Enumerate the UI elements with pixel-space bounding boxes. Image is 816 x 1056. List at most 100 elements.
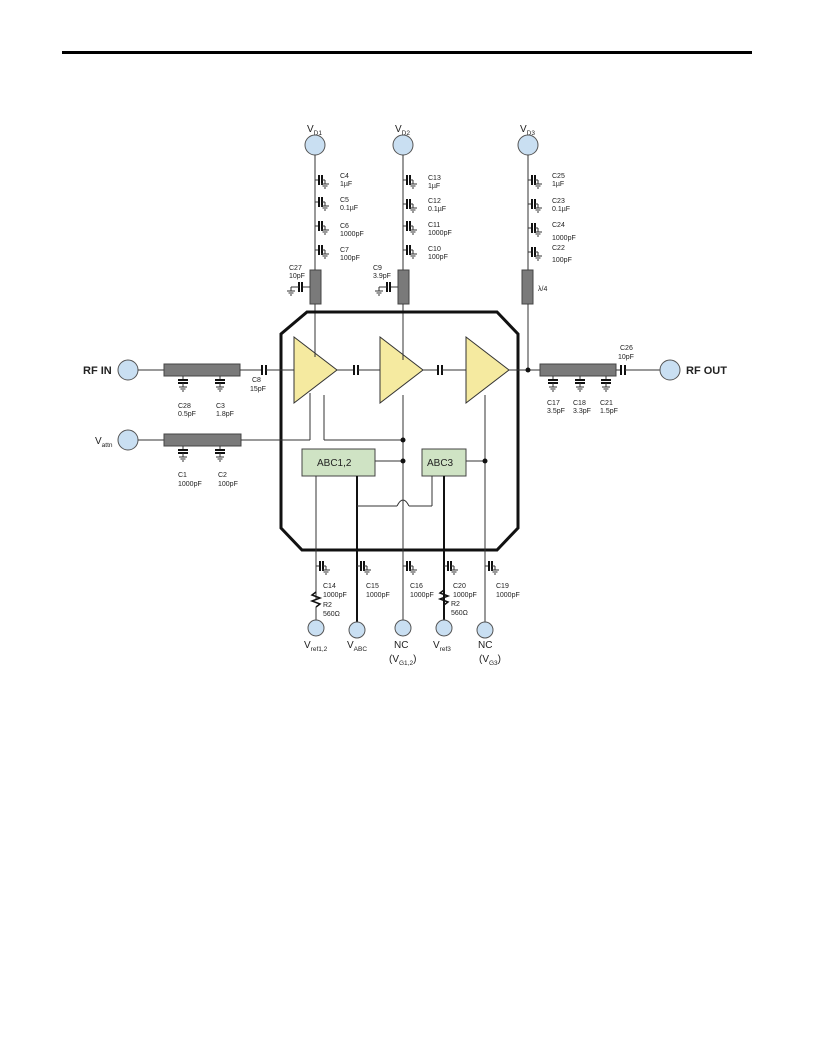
- rf-out-node[interactable]: [659, 359, 681, 381]
- svg-text:10pF: 10pF: [289, 273, 305, 280]
- vd2-node[interactable]: [392, 134, 414, 156]
- svg-text:1000pF: 1000pF: [410, 592, 434, 599]
- svg-text:1000pF: 1000pF: [428, 230, 452, 237]
- amp-stage-2: [379, 335, 424, 405]
- svg-text:C7: C7: [340, 247, 349, 254]
- svg-text:C10: C10: [428, 246, 441, 253]
- svg-text:10pF: 10pF: [618, 354, 634, 361]
- vattn-label: Vattn: [95, 436, 113, 449]
- nc-vg3-port: NC (VG3): [476, 621, 501, 667]
- svg-text:C4: C4: [340, 173, 349, 180]
- svg-text:1µF: 1µF: [552, 181, 564, 188]
- svg-text:ABC3: ABC3: [427, 458, 454, 469]
- svg-text:C28: C28: [178, 403, 191, 410]
- svg-text:0.1µF: 0.1µF: [552, 206, 570, 213]
- svg-text:1000pF: 1000pF: [552, 235, 576, 242]
- package-outline: [279, 310, 520, 552]
- vg3-paren-label: (VG3): [479, 654, 501, 667]
- svg-text:560Ω: 560Ω: [323, 611, 340, 618]
- svg-text:C14: C14: [323, 583, 336, 590]
- svg-text:C16: C16: [410, 583, 423, 590]
- quarter-wave-label: λ/4: [538, 286, 547, 293]
- svg-text:560Ω: 560Ω: [451, 610, 468, 617]
- svg-text:C13: C13: [428, 175, 441, 182]
- svg-text:0.1µF: 0.1µF: [428, 206, 446, 213]
- nc-vg12-label: NC: [394, 640, 408, 651]
- svg-text:1000pF: 1000pF: [178, 481, 202, 488]
- svg-text:C23: C23: [552, 198, 565, 205]
- svg-text:C15: C15: [366, 583, 379, 590]
- svg-text:100pF: 100pF: [340, 255, 360, 262]
- vref3-node[interactable]: [435, 619, 453, 637]
- vabc-node[interactable]: [348, 621, 366, 639]
- svg-text:15pF: 15pF: [250, 386, 266, 393]
- svg-text:0.1µF: 0.1µF: [340, 205, 358, 212]
- svg-text:C12: C12: [428, 198, 441, 205]
- vd2-choke: [397, 269, 410, 305]
- vd3-supply: VD3: [517, 124, 539, 156]
- nc-vg12-node[interactable]: [394, 619, 412, 637]
- svg-text:C22: C22: [552, 245, 565, 252]
- rf-in-node[interactable]: [117, 359, 139, 381]
- vref12-label: Vref1,2: [304, 640, 328, 653]
- vd3-node[interactable]: [517, 134, 539, 156]
- vref12-port: Vref1,2: [304, 619, 328, 653]
- svg-text:1000pF: 1000pF: [323, 592, 347, 599]
- svg-text:C24: C24: [552, 222, 565, 229]
- svg-text:1000pF: 1000pF: [453, 592, 477, 599]
- nc-vg3-node[interactable]: [476, 621, 494, 639]
- svg-text:C26: C26: [620, 345, 633, 352]
- svg-text:R2: R2: [451, 601, 460, 608]
- vd1-choke: [309, 269, 322, 305]
- svg-text:C11: C11: [428, 222, 440, 229]
- svg-text:C8: C8: [252, 377, 261, 384]
- rf-out-label: RF OUT: [686, 365, 727, 377]
- vd3-quarter-wave-line: [521, 269, 534, 305]
- svg-text:C6: C6: [340, 223, 349, 230]
- c8-cap: C8 15pF: [250, 365, 267, 393]
- svg-text:C21: C21: [600, 400, 613, 407]
- svg-text:C19: C19: [496, 583, 509, 590]
- vattn-node[interactable]: [117, 429, 139, 451]
- resistor-r2-b: R2 560Ω: [437, 589, 468, 617]
- svg-text:ABC1,2: ABC1,2: [317, 458, 352, 469]
- vref12-node[interactable]: [307, 619, 325, 637]
- nc-vg12-port: NC (VG1,2): [389, 619, 416, 667]
- vd3-label: VD3: [520, 124, 535, 137]
- rf-in-port: RF IN: [83, 359, 139, 381]
- svg-text:1000pF: 1000pF: [366, 592, 390, 599]
- vref3-port: Vref3: [433, 619, 453, 653]
- svg-text:C3: C3: [216, 403, 225, 410]
- rf-out-port: RF OUT: [659, 359, 727, 381]
- vd1-supply: VD1: [304, 124, 326, 156]
- svg-text:100pF: 100pF: [218, 481, 238, 488]
- output-tline: [539, 363, 617, 377]
- svg-text:C17: C17: [547, 400, 560, 407]
- svg-text:1000pF: 1000pF: [496, 592, 520, 599]
- vd1-node[interactable]: [304, 134, 326, 156]
- input-tline: [163, 363, 241, 377]
- svg-text:C27: C27: [289, 265, 302, 272]
- amp-stage-3: [465, 335, 510, 405]
- svg-text:C18: C18: [573, 400, 586, 407]
- abc3-block: ABC3: [421, 448, 467, 477]
- vabc-port: VABC: [347, 621, 367, 653]
- vattn-port: Vattn: [95, 429, 139, 451]
- attn-tline: [163, 433, 242, 447]
- svg-text:C2: C2: [218, 472, 227, 479]
- nc-vg3-label: NC: [478, 640, 492, 651]
- svg-text:1.5pF: 1.5pF: [600, 408, 618, 415]
- svg-text:1µF: 1µF: [428, 183, 440, 190]
- svg-text:1.8pF: 1.8pF: [216, 411, 234, 418]
- vabc-label: VABC: [347, 640, 367, 653]
- svg-text:C5: C5: [340, 197, 349, 204]
- c9-cap: C93.9pF: [373, 265, 398, 296]
- svg-text:100pF: 100pF: [428, 254, 448, 261]
